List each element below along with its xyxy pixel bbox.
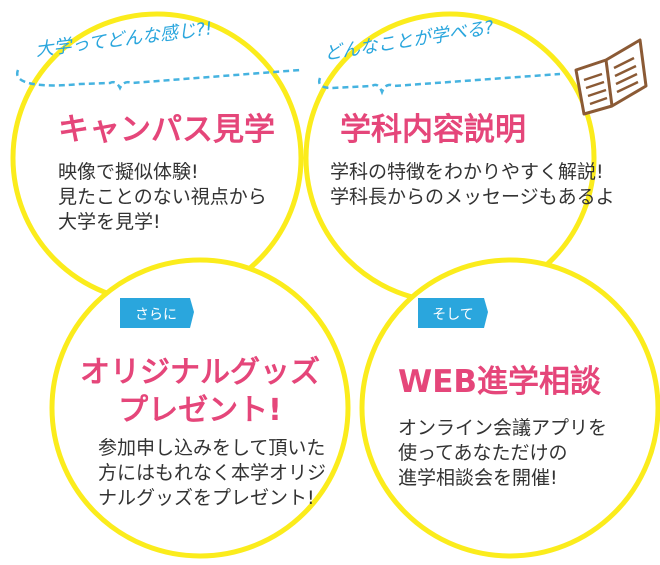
web-consult-circle (359, 257, 660, 559)
department-body: 学科の特徴をわかりやすく解説! 学科長からのメッセージもあるよ (330, 160, 615, 210)
department-title: 学科内容説明 (340, 112, 526, 148)
goods-tag-shape (120, 298, 194, 328)
goods-tag-label: さらに (135, 307, 177, 323)
goods-line: ナルグッズをプレゼント! (98, 487, 315, 509)
web-consult-line: 進学相談会を開催! (398, 467, 558, 489)
campus-tour-line: 大学を見学! (58, 211, 161, 233)
goods-body: 参加申し込みをして頂いた 方にはもれなく本学オリジ ナルグッズをプレゼント! (98, 436, 326, 511)
department-line: 学科の特徴をわかりやすく解説! (330, 161, 604, 183)
department-line: 学科長からのメッセージもあるよ (330, 186, 615, 208)
goods-line: 参加申し込みをして頂いた (98, 437, 326, 459)
goods-line: 方にはもれなく本学オリジ (98, 462, 327, 484)
goods-title: オリジナルグッズ プレゼント! (72, 354, 328, 430)
goods-title-line: オリジナルグッズ (80, 355, 320, 390)
web-consult-title: WEB進学相談 (398, 364, 601, 400)
campus-tour-body: 映像で擬似体験! 見たことのない視点から 大学を見学! (58, 160, 267, 235)
campus-tour-title: キャンパス見学 (58, 112, 275, 148)
web-consult-line: オンライン会議アプリを (398, 417, 608, 439)
web-consult-body: オンライン会議アプリを 使ってあなただけの 進学相談会を開催! (398, 416, 607, 491)
left-caption-dash (15, 68, 301, 91)
campus-tour-line: 映像で擬似体験! (58, 161, 199, 183)
goods-title-line: プレゼント! (118, 393, 282, 428)
goods-circle (49, 257, 351, 559)
open-book-icon (574, 38, 648, 116)
campus-tour-line: 見たことのない視点から (58, 186, 267, 208)
web-consult-line: 使ってあなただけの (398, 442, 568, 464)
right-caption-dash (318, 72, 561, 96)
web-consult-tag-label: そして (432, 307, 474, 323)
web-consult-tag-shape (418, 298, 488, 328)
